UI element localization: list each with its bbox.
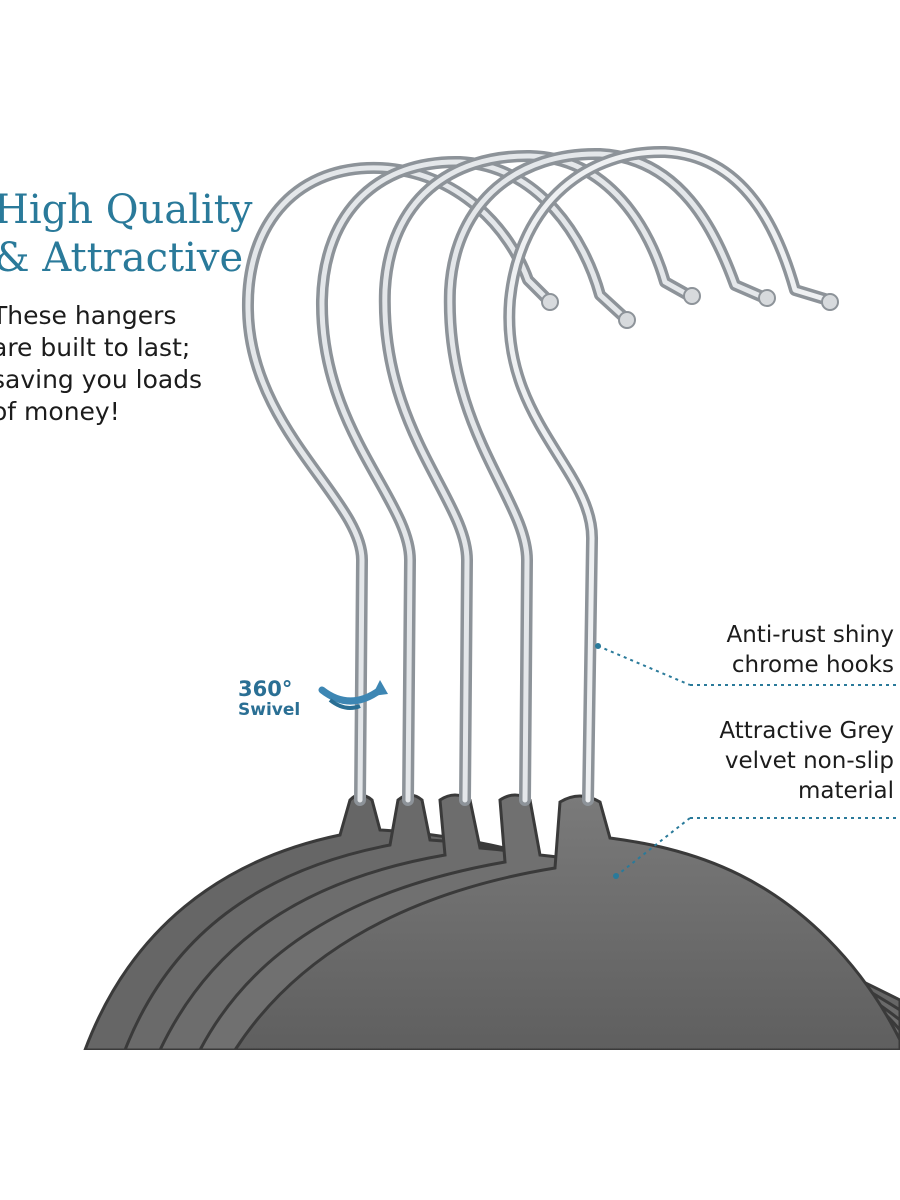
headline-line-1: High Quality — [0, 187, 253, 233]
swivel-degrees: 360° — [238, 677, 293, 701]
leader-line-velvet — [615, 817, 691, 877]
callout-velvet-material: Attractive Grey velvet non-slip material — [719, 716, 894, 806]
chrome-hooks — [241, 145, 839, 806]
callout-line: material — [798, 778, 894, 804]
velvet-hanger-bodies — [0, 793, 900, 1200]
headline: High Quality & Attractive — [0, 186, 252, 282]
swivel-label: Swivel — [238, 700, 301, 721]
callout-line: Anti-rust shiny — [726, 622, 894, 648]
callout-line: velvet non-slip — [724, 748, 894, 774]
swivel-arrow-icon — [318, 680, 388, 710]
velvet-hanger-body — [232, 794, 900, 1052]
white-base-strip — [0, 1050, 900, 1200]
intro-text: These hangers are built to last; saving … — [0, 300, 202, 428]
intro-line-3: saving you loads — [0, 365, 203, 394]
callout-chrome-hooks: Anti-rust shiny chrome hooks — [726, 620, 894, 680]
intro-line-2: are built to last; — [0, 333, 191, 362]
leader-line-hooks — [597, 645, 691, 686]
swivel-badge: 360° Swivel — [238, 677, 301, 721]
callout-line: Attractive Grey — [719, 718, 894, 744]
chrome-hook — [378, 149, 696, 806]
intro-line-4: of money! — [0, 397, 120, 426]
callout-leaders — [595, 643, 900, 879]
callout-line: chrome hooks — [731, 652, 894, 678]
intro-line-1: These hangers — [0, 301, 177, 330]
headline-line-2: & Attractive — [0, 235, 244, 281]
